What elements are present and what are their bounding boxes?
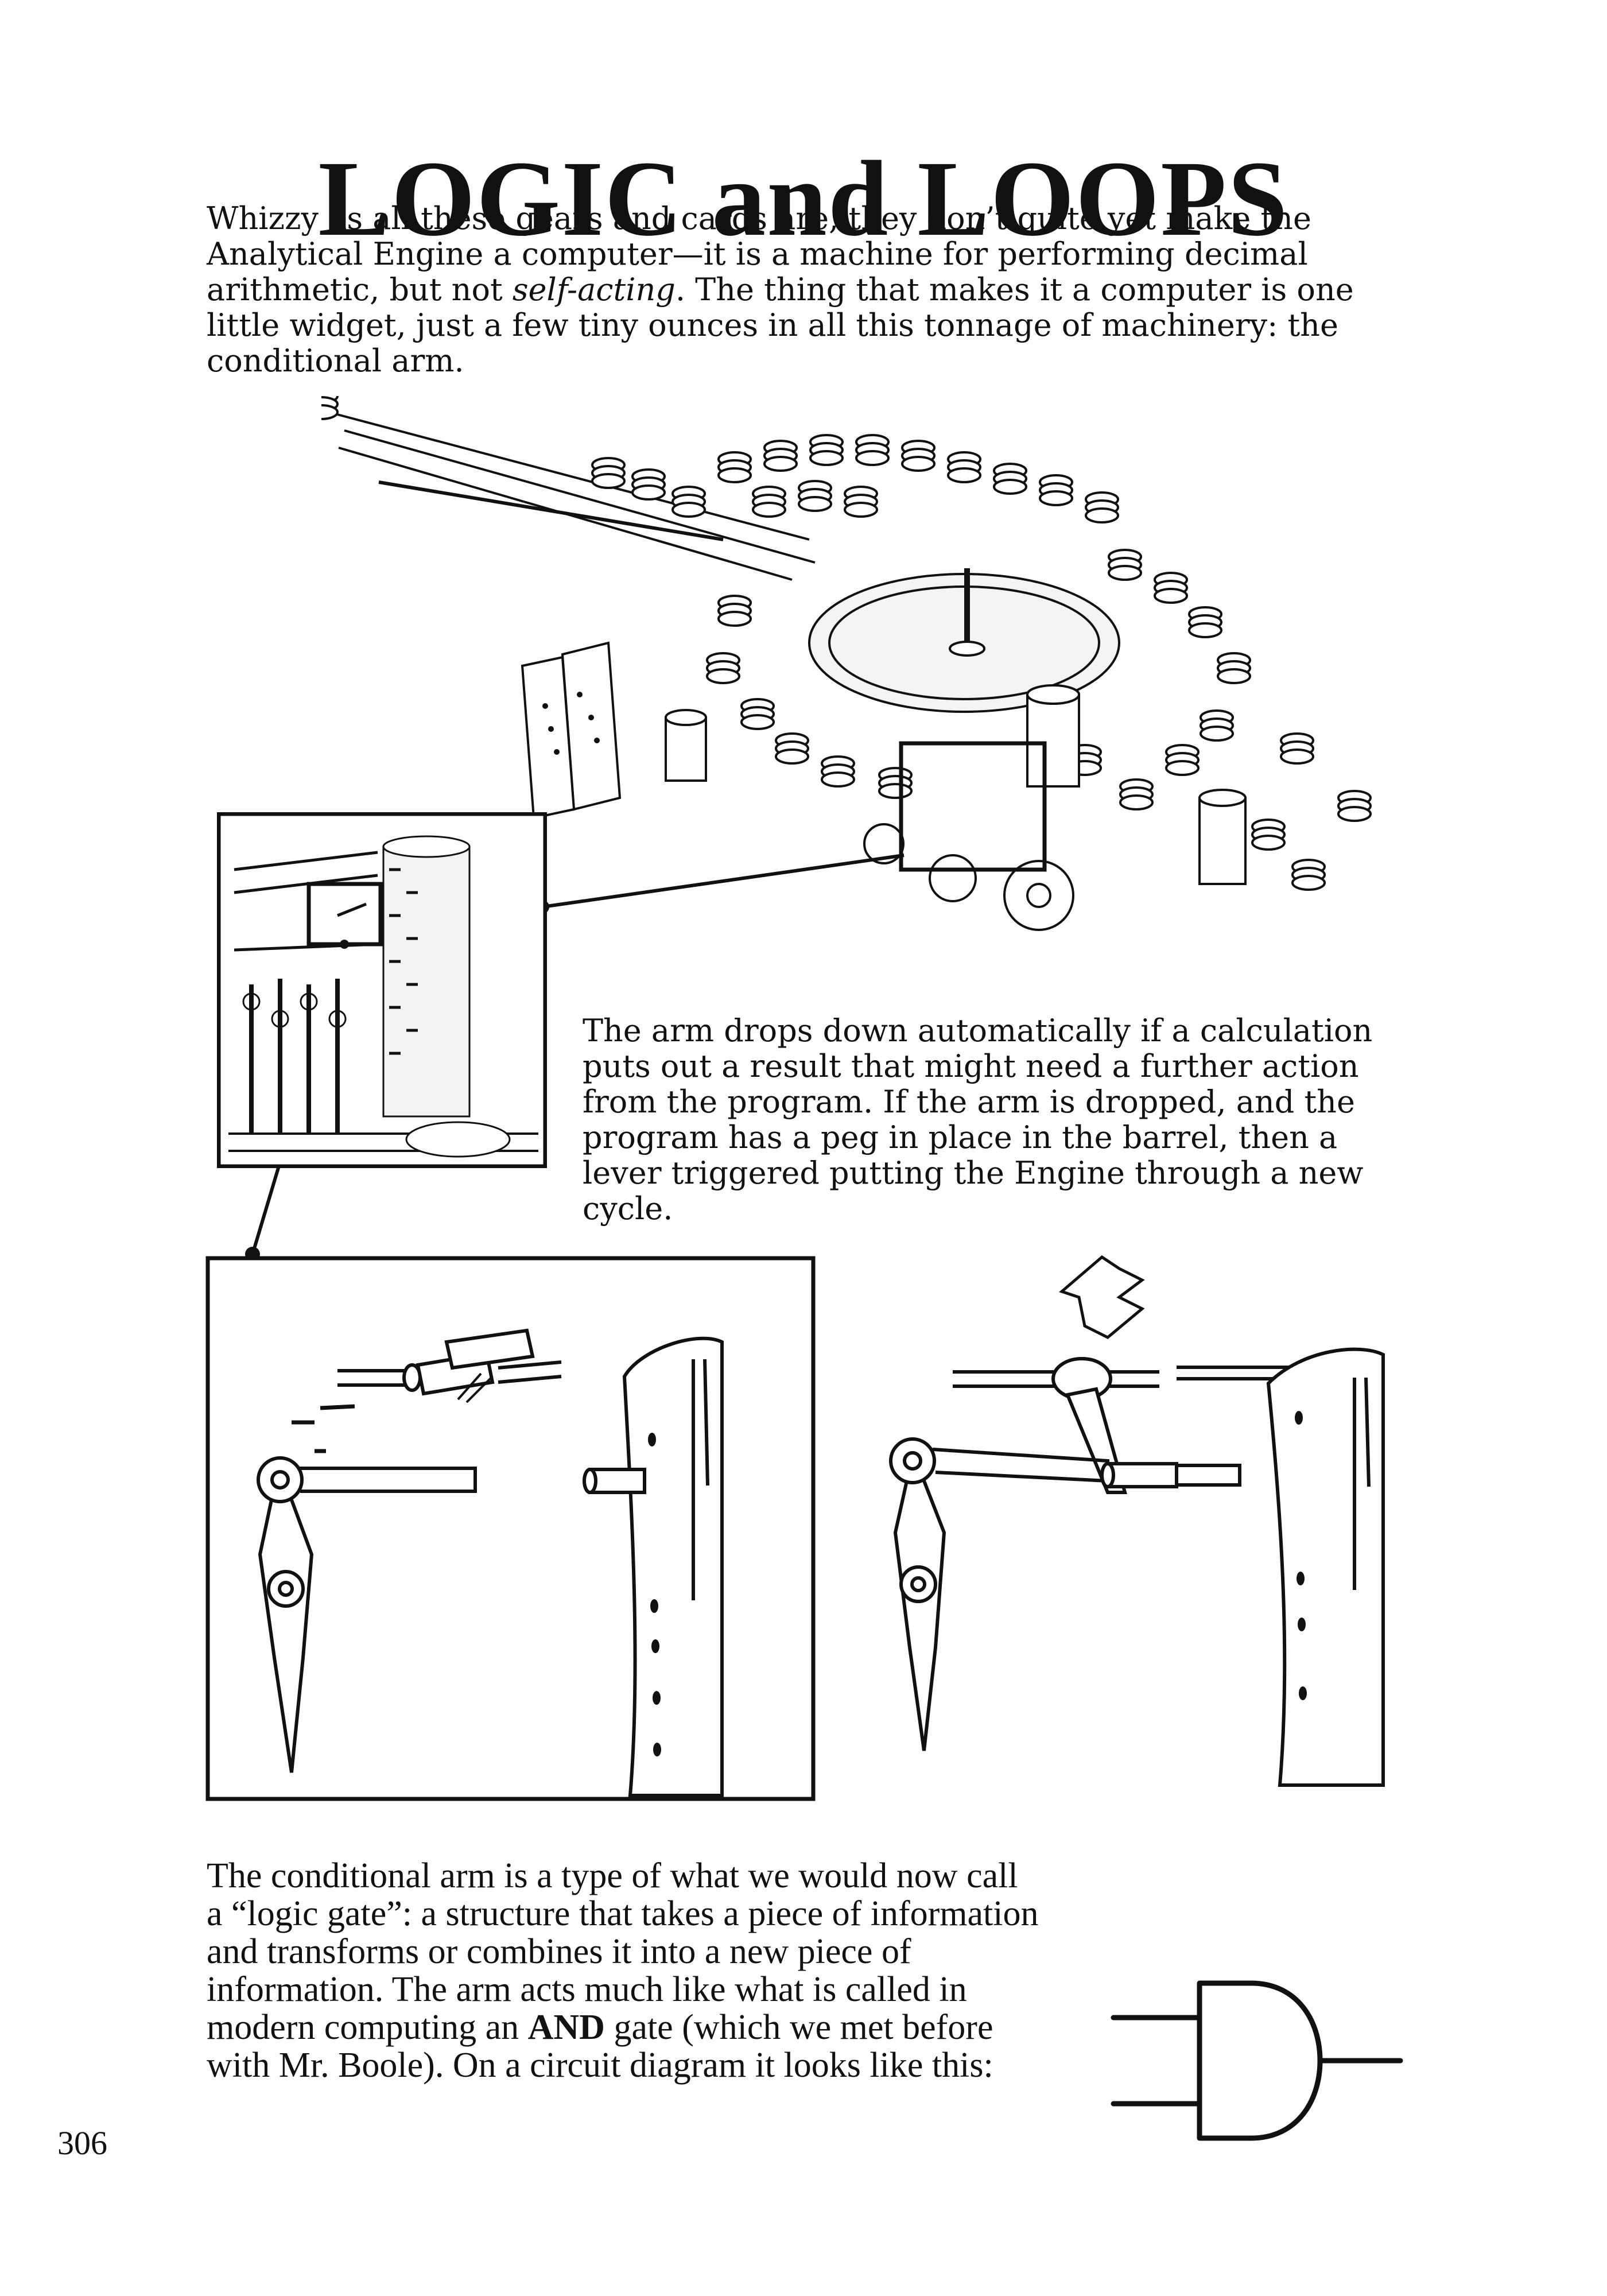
arm-raised-drawing — [205, 1256, 816, 1801]
arm-dropped-drawing — [889, 1255, 1385, 1787]
page-title: LOGIC and LOOPS — [318, 138, 1289, 258]
gate-text-bold: AND — [527, 2008, 605, 2047]
gate-text-1: The conditional arm is a type of what we… — [207, 1856, 1039, 2047]
logic-gate-paragraph: The conditional arm is a type of what we… — [207, 1857, 1039, 2084]
conditional-arm-closeup — [217, 812, 547, 1168]
page-number: 306 — [57, 2124, 107, 2162]
and-gate-symbol — [1111, 1980, 1403, 2141]
intro-text-1: Whizzy as all these gears and cards are,… — [207, 200, 1311, 308]
intro-italic: self-acting — [512, 272, 676, 308]
intro-text-2: . The thing that makes it a computer is … — [207, 272, 1354, 379]
gate-text-2: gate (which we met before with Mr. Boole… — [207, 2008, 993, 2085]
analytical-engine-drawing — [321, 396, 1372, 931]
arm-caption: The arm drops down automatically if a ca… — [583, 1013, 1373, 1227]
intro-paragraph: Whizzy as all these gears and cards are,… — [207, 201, 1412, 379]
